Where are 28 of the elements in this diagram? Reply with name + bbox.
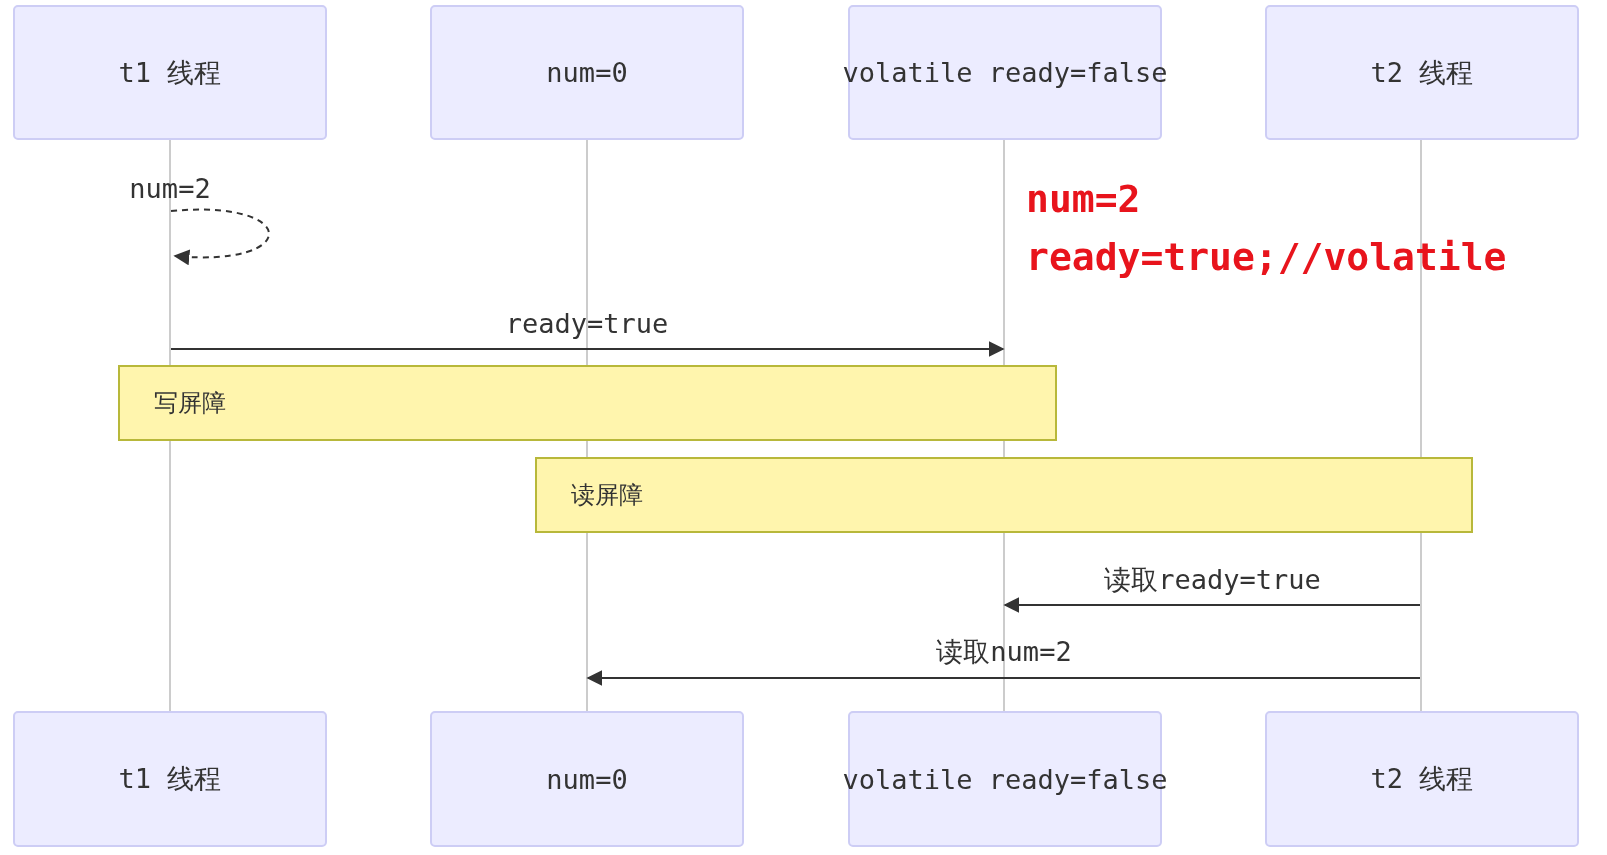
edge-label: ready=true xyxy=(505,310,669,337)
participant-box xyxy=(1265,5,1579,140)
participant-name: volatile ready=false xyxy=(842,763,1168,795)
annotation-text: ready=true;//volatile xyxy=(1026,238,1507,276)
edge-label: num=2 xyxy=(129,175,211,202)
participant-box xyxy=(1265,711,1579,847)
participant-name: t1 线程 xyxy=(118,762,222,796)
participant-box xyxy=(13,5,327,140)
participant-box xyxy=(13,711,327,847)
edge-label: 读取ready=true xyxy=(1104,566,1321,593)
participant-name: volatile ready=false xyxy=(842,57,1168,88)
message-arrow xyxy=(1003,597,1421,613)
participant-name: num=0 xyxy=(546,763,628,795)
participant-name: t1 线程 xyxy=(118,55,222,90)
participant-box xyxy=(430,5,744,140)
message-arrow xyxy=(170,341,1005,357)
note-box xyxy=(118,365,1057,441)
annotation-text: num=2 xyxy=(1026,180,1141,218)
participant-box xyxy=(430,711,744,847)
note-box xyxy=(535,457,1473,533)
self-message-arrow xyxy=(170,208,270,265)
edge-label: 读取num=2 xyxy=(936,638,1072,665)
participant-name: t2 线程 xyxy=(1370,55,1474,90)
note-text: 读屏障 xyxy=(571,480,643,511)
participant-name: t2 线程 xyxy=(1370,762,1474,796)
participant-name: num=0 xyxy=(546,57,628,88)
message-arrow xyxy=(586,670,1421,686)
note-text: 写屏障 xyxy=(154,388,226,419)
